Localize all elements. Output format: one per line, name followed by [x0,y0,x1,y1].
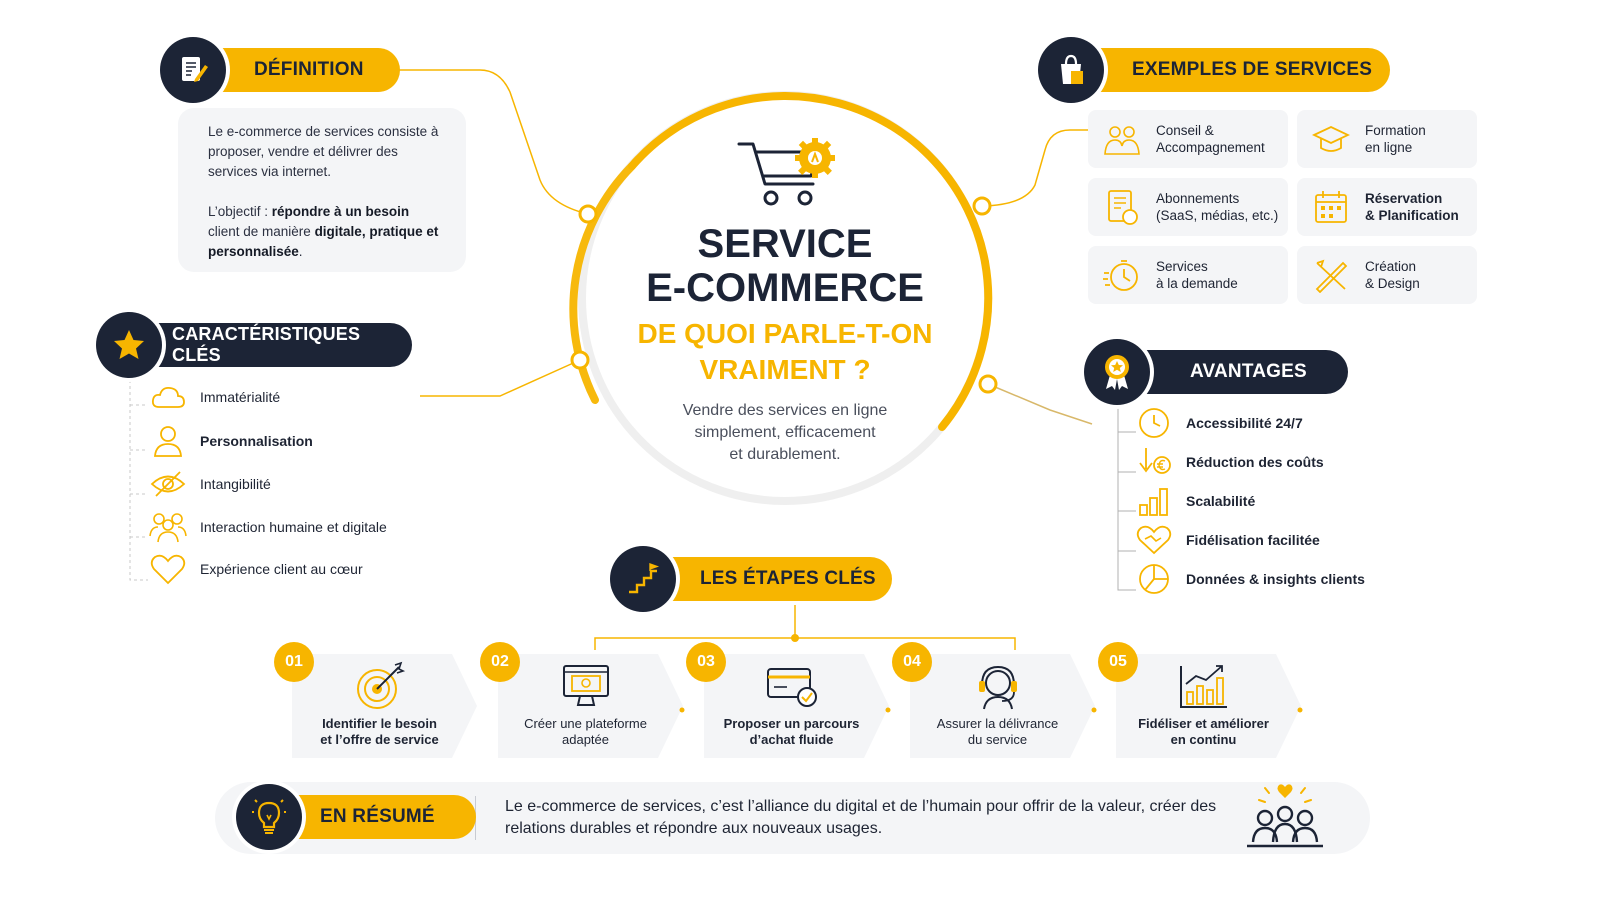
center-subtitle-line2: VRAIMENT ? [699,354,871,385]
heart-icon [148,549,188,589]
pie-chart-icon [1134,559,1174,599]
center-hub: SERVICE E-COMMERCE DE QUOI PARLE-T-ON VR… [585,100,985,500]
characteristic-item: Immatérialité [148,377,280,417]
payment-card-icon [704,660,879,712]
step-label: Identifier le besoin et l’offre de servi… [320,716,439,747]
service-card: Création & Design [1297,246,1477,304]
step-chevron [910,654,1095,758]
advantage-item: Données & insights clients [1134,559,1365,599]
lightbulb-icon [236,784,302,850]
cart-gear-icon [737,138,835,206]
definition-paragraph-1: Le e-commerce de services consiste à pro… [208,124,439,179]
service-card: Réservation & Planification [1297,178,1477,236]
team-heart-icon [1237,780,1337,854]
step-card: 02 Créer une plateforme adaptée [480,642,683,758]
services-title: EXEMPLES DE SERVICES [1092,48,1390,92]
design-tools-icon [1311,255,1351,295]
subscription-icon [1102,187,1142,227]
handshake-heart-icon [1134,520,1174,560]
people-icon [148,507,188,547]
step-number: 04 [892,642,932,682]
characteristic-item: Expérience client au cœur [148,549,363,589]
star-icon [96,312,162,378]
step-card: 01 Identifier le besoin et l’offre de se… [274,642,477,758]
advantage-item: Réduction des coûts [1134,442,1324,482]
cloud-icon [148,377,188,417]
bar-chart-icon [1134,481,1174,521]
characteristics-header: CARACTÉRISTIQUES CLÉS [96,312,418,378]
advantage-item: Accessibilité 24/7 [1134,403,1303,443]
steps-header: LES ÉTAPES CLÉS [610,546,894,612]
service-card: Conseil & Accompagnement [1088,110,1288,168]
summary-bar: Le e-commerce de services, c’est l’allia… [215,782,1370,854]
user-icon [148,421,188,461]
step-card: 05 Fidéliser et améliorer en continu [1098,642,1301,758]
steps-title: LES ÉTAPES CLÉS [664,557,892,601]
center-tagline-line1: Vendre des services en ligne [682,402,888,419]
step-label: Fidéliser et améliorer en continu [1138,716,1269,747]
summary-title: EN RÉSUMÉ [290,795,476,839]
cost-down-icon [1134,442,1174,482]
characteristic-item: Personnalisation [148,421,313,461]
monitor-icon [498,660,673,712]
advantages-title: AVANTAGES [1138,350,1348,394]
shopping-bag-icon [1038,37,1104,103]
advantage-item: Fidélisation facilitée [1134,520,1320,560]
award-badge-icon [1084,339,1150,405]
advice-icon [1102,119,1142,159]
graduation-cap-icon [1311,119,1351,159]
headset-icon [910,660,1085,712]
center-tagline-line3: et durablement. [729,446,841,463]
calendar-icon [1311,187,1351,227]
step-label: Créer une plateforme adaptée [524,716,647,747]
center-title-line2: E-COMMERCE [646,266,924,310]
step-number: 05 [1098,642,1138,682]
on-demand-icon [1102,255,1142,295]
stairs-flag-icon [610,546,676,612]
step-card: 03 Proposer un parcours d’achat fluide [686,642,889,758]
definition-paragraph-2: L’objectif : répondre à un besoin client… [208,204,439,259]
advantages-header: AVANTAGES [1084,339,1350,405]
service-card: Services à la demande [1088,246,1288,304]
step-chevron [704,654,889,758]
definition-title: DÉFINITION [214,48,400,92]
definition-header: DÉFINITION [160,37,402,103]
advantage-item: Scalabilité [1134,481,1255,521]
definition-card: Le e-commerce de services consiste à pro… [178,108,466,272]
summary-text: Le e-commerce de services, c’est l’allia… [505,798,1217,837]
step-number: 03 [686,642,726,682]
step-label: Proposer un parcours d’achat fluide [723,716,860,747]
eye-off-icon [148,464,188,504]
document-pen-icon [160,37,226,103]
center-tagline-line2: simplement, efficacement [694,424,876,441]
service-card: Formation en ligne [1297,110,1477,168]
services-header: EXEMPLES DE SERVICES [1038,37,1392,103]
characteristic-item: Intangibilité [148,464,271,504]
service-card: Abonnements (SaaS, médias, etc.) [1088,178,1288,236]
center-subtitle-line1: DE QUOI PARLE-T-ON [637,318,933,349]
characteristics-title: CARACTÉRISTIQUES CLÉS [146,323,412,367]
step-number: 02 [480,642,520,682]
summary-header: EN RÉSUMÉ [236,784,478,850]
step-number: 01 [274,642,314,682]
step-label: Assurer la délivrance du service [936,716,1059,747]
center-title-line1: SERVICE [697,222,873,266]
clock-icon [1134,403,1174,443]
step-card: 04 Assurer la délivrance du service [892,642,1095,758]
target-icon [292,660,467,712]
characteristic-item: Interaction humaine et digitale [148,507,387,547]
growth-chart-icon [1116,660,1291,712]
